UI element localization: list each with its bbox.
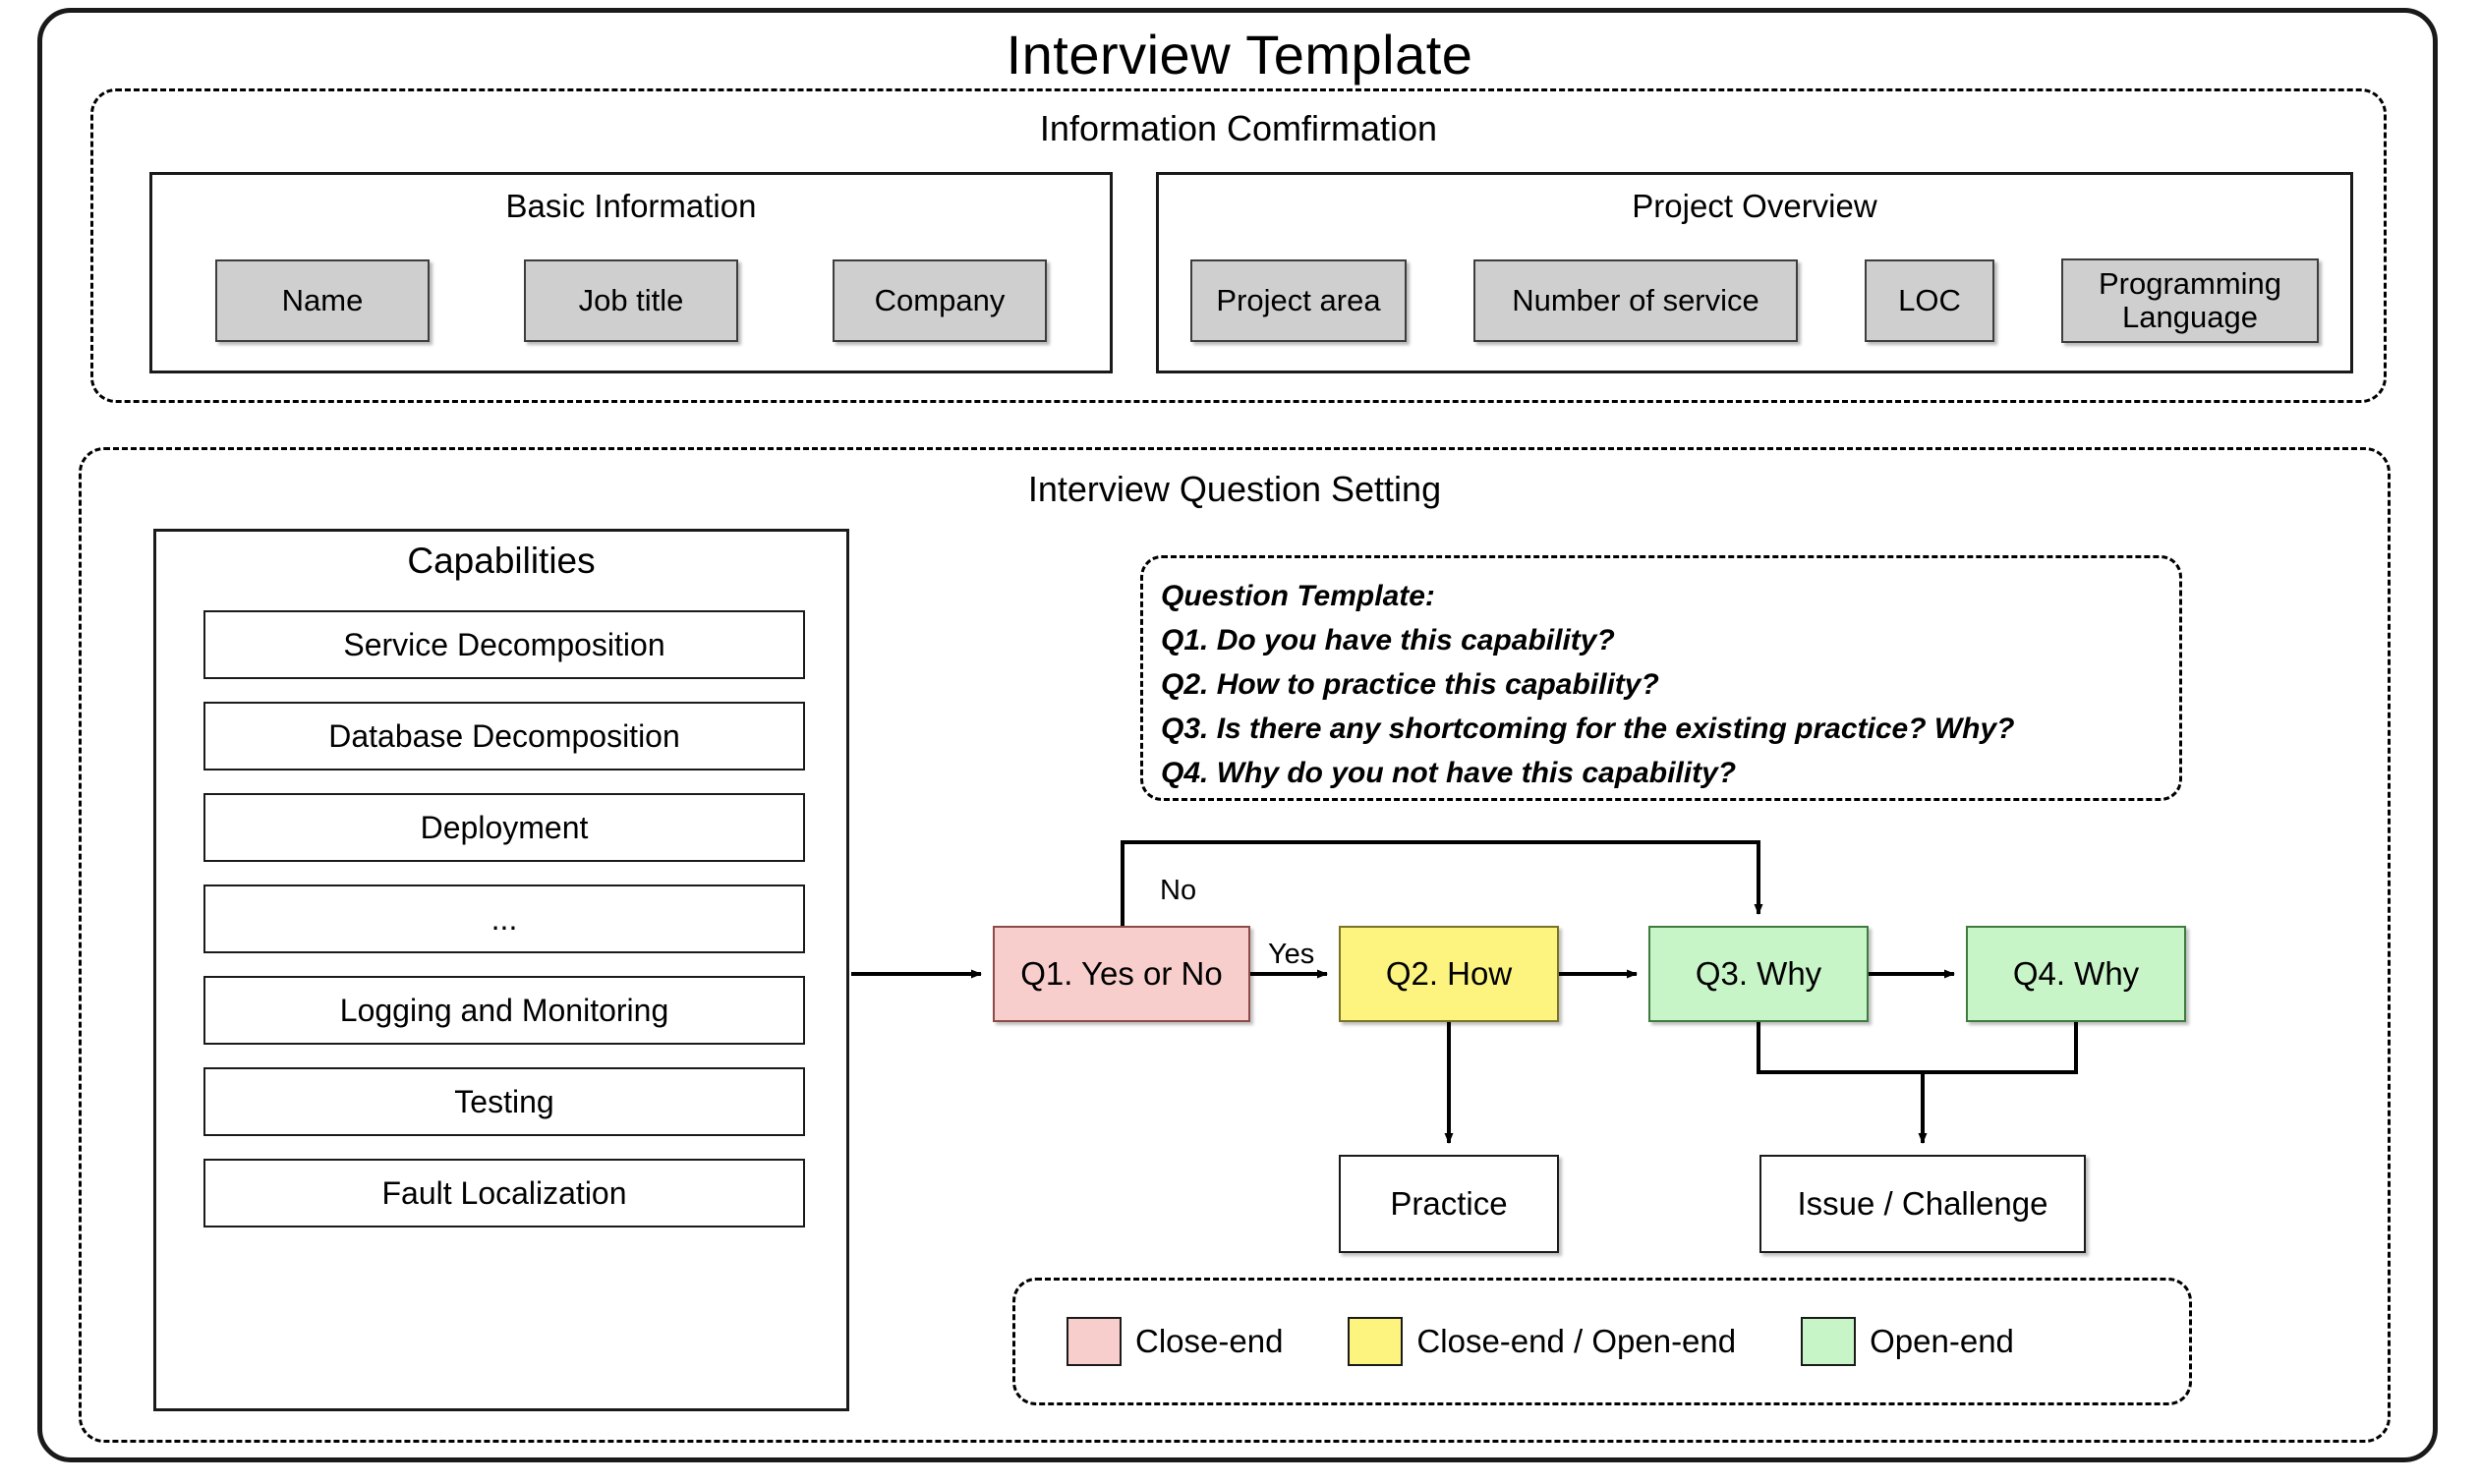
question-template-line-q1: Q1. Do you have this capability?	[1161, 624, 1615, 656]
field-project-area[interactable]: Project area	[1190, 259, 1407, 342]
question-template-line-q3: Q3. Is there any shortcoming for the exi…	[1161, 713, 2015, 745]
field-job-title[interactable]: Job title	[524, 259, 738, 342]
capability-item-ellipsis[interactable]: ...	[203, 885, 805, 953]
flow-node-q3[interactable]: Q3. Why	[1648, 926, 1869, 1022]
field-name[interactable]: Name	[215, 259, 430, 342]
question-template-line-q2: Q2. How to practice this capability?	[1161, 668, 1659, 701]
legend-box: Close-end Close-end / Open-end Open-end	[1012, 1278, 2192, 1405]
legend-label-close-end-open-end: Close-end / Open-end	[1416, 1323, 1737, 1359]
flow-node-q4[interactable]: Q4. Why	[1966, 926, 2186, 1022]
capability-item-logging-and-monitoring[interactable]: Logging and Monitoring	[203, 976, 805, 1045]
basic-information-group: Basic Information Name Job title Company	[149, 172, 1113, 373]
project-overview-group: Project Overview Project area Number of …	[1156, 172, 2353, 373]
interview-question-setting-panel: Interview Question Setting	[79, 447, 2391, 1443]
capability-item-testing[interactable]: Testing	[203, 1067, 805, 1136]
field-loc[interactable]: LOC	[1865, 259, 1994, 342]
capability-item-service-decomposition[interactable]: Service Decomposition	[203, 610, 805, 679]
legend-swatch-open-end	[1801, 1317, 1857, 1366]
information-confirmation-title: Information Comfirmation	[1039, 108, 1438, 148]
edge-label-yes: Yes	[1268, 939, 1315, 970]
capabilities-group: Capabilities Service Decomposition Datab…	[153, 529, 849, 1411]
flow-node-q2[interactable]: Q2. How	[1339, 926, 1559, 1022]
capability-item-database-decomposition[interactable]: Database Decomposition	[203, 702, 805, 771]
legend-item-close-end: Close-end	[1067, 1317, 1283, 1366]
page-title: Interview Template	[1006, 24, 1473, 86]
flow-node-q1[interactable]: Q1. Yes or No	[993, 926, 1250, 1022]
legend-label-close-end: Close-end	[1135, 1323, 1284, 1359]
basic-information-fields: Name Job title Company	[152, 242, 1110, 360]
flow-node-issue-challenge[interactable]: Issue / Challenge	[1759, 1155, 2086, 1253]
capability-item-deployment[interactable]: Deployment	[203, 793, 805, 862]
basic-information-title: Basic Information	[505, 188, 757, 224]
edge-label-no: No	[1160, 875, 1197, 906]
capabilities-title: Capabilities	[407, 541, 596, 581]
field-company[interactable]: Company	[833, 259, 1047, 342]
field-number-of-service[interactable]: Number of service	[1473, 259, 1798, 342]
legend-item-open-end: Open-end	[1801, 1317, 2014, 1366]
information-confirmation-panel: Information Comfirmation	[90, 88, 2387, 403]
question-template-heading: Question Template:	[1161, 580, 1435, 612]
question-template-line-q4: Q4. Why do you not have this capability?	[1161, 757, 1737, 789]
capability-item-fault-localization[interactable]: Fault Localization	[203, 1159, 805, 1227]
project-overview-title: Project Overview	[1632, 188, 1877, 224]
legend-label-open-end: Open-end	[1870, 1323, 2014, 1359]
legend-item-close-end-open-end: Close-end / Open-end	[1348, 1317, 1736, 1366]
legend-swatch-close-end	[1067, 1317, 1122, 1366]
project-overview-fields: Project area Number of service LOC Progr…	[1159, 242, 2350, 360]
field-programming-language[interactable]: Programming Language	[2061, 258, 2319, 343]
capabilities-list: Service Decomposition Database Decomposi…	[203, 610, 805, 1227]
interview-question-setting-title: Interview Question Setting	[1027, 469, 1442, 509]
flow-node-practice[interactable]: Practice	[1339, 1155, 1559, 1253]
legend-swatch-close-end-open-end	[1348, 1317, 1404, 1366]
question-template-box: Question Template: Q1. Do you have this …	[1140, 555, 2182, 801]
